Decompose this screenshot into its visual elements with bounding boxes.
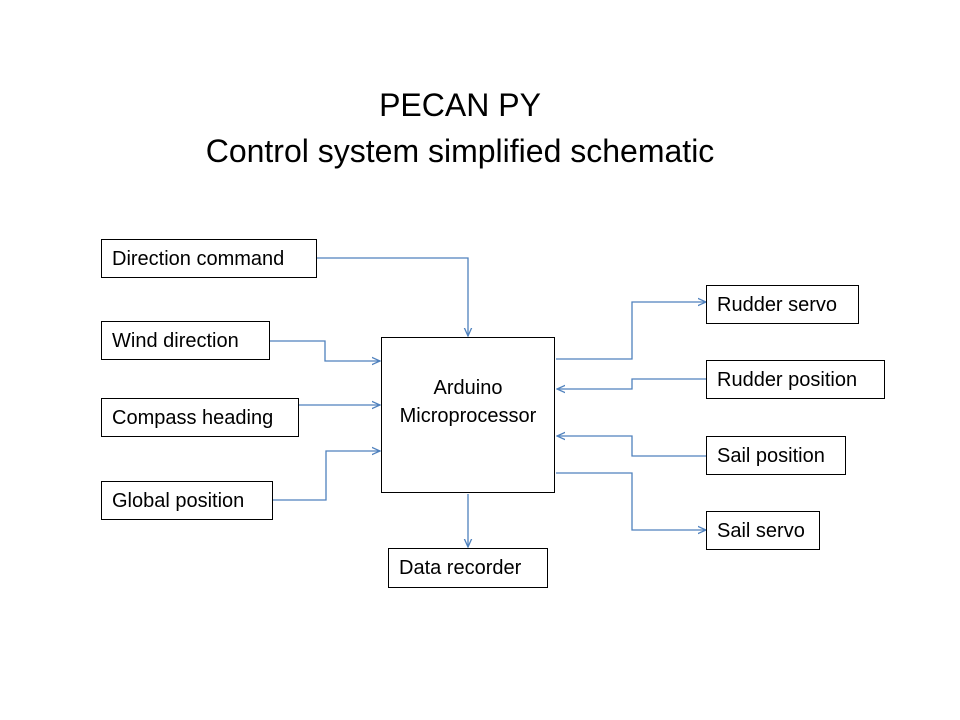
box-direction-command: Direction command: [101, 239, 317, 278]
box-data-recorder: Data recorder: [388, 548, 548, 588]
wire-direction-command: [317, 257, 468, 336]
wire-sail-position: [557, 436, 706, 457]
processor-block: Arduino Microprocessor: [381, 337, 555, 493]
box-sail-servo: Sail servo: [706, 511, 820, 550]
box-compass-heading: Compass heading: [101, 398, 299, 437]
wire-wind-direction: [270, 340, 380, 361]
box-rudder-servo: Rudder servo: [706, 285, 859, 324]
processor-label-line2: Microprocessor: [399, 405, 537, 427]
box-sail-position: Sail position: [706, 436, 846, 475]
diagram-title: PECAN PY: [379, 87, 541, 123]
wire-rudder-position: [557, 378, 706, 389]
wire-sail-servo: [556, 472, 706, 530]
box-wind-direction: Wind direction: [101, 321, 270, 360]
diagram-subtitle: Control system simplified schematic: [205, 133, 715, 169]
wire-rudder-servo: [556, 302, 706, 360]
processor-label-line1: Arduino: [433, 377, 503, 399]
box-global-position: Global position: [101, 481, 273, 520]
box-rudder-position: Rudder position: [706, 360, 885, 399]
wire-global-position: [273, 451, 380, 501]
